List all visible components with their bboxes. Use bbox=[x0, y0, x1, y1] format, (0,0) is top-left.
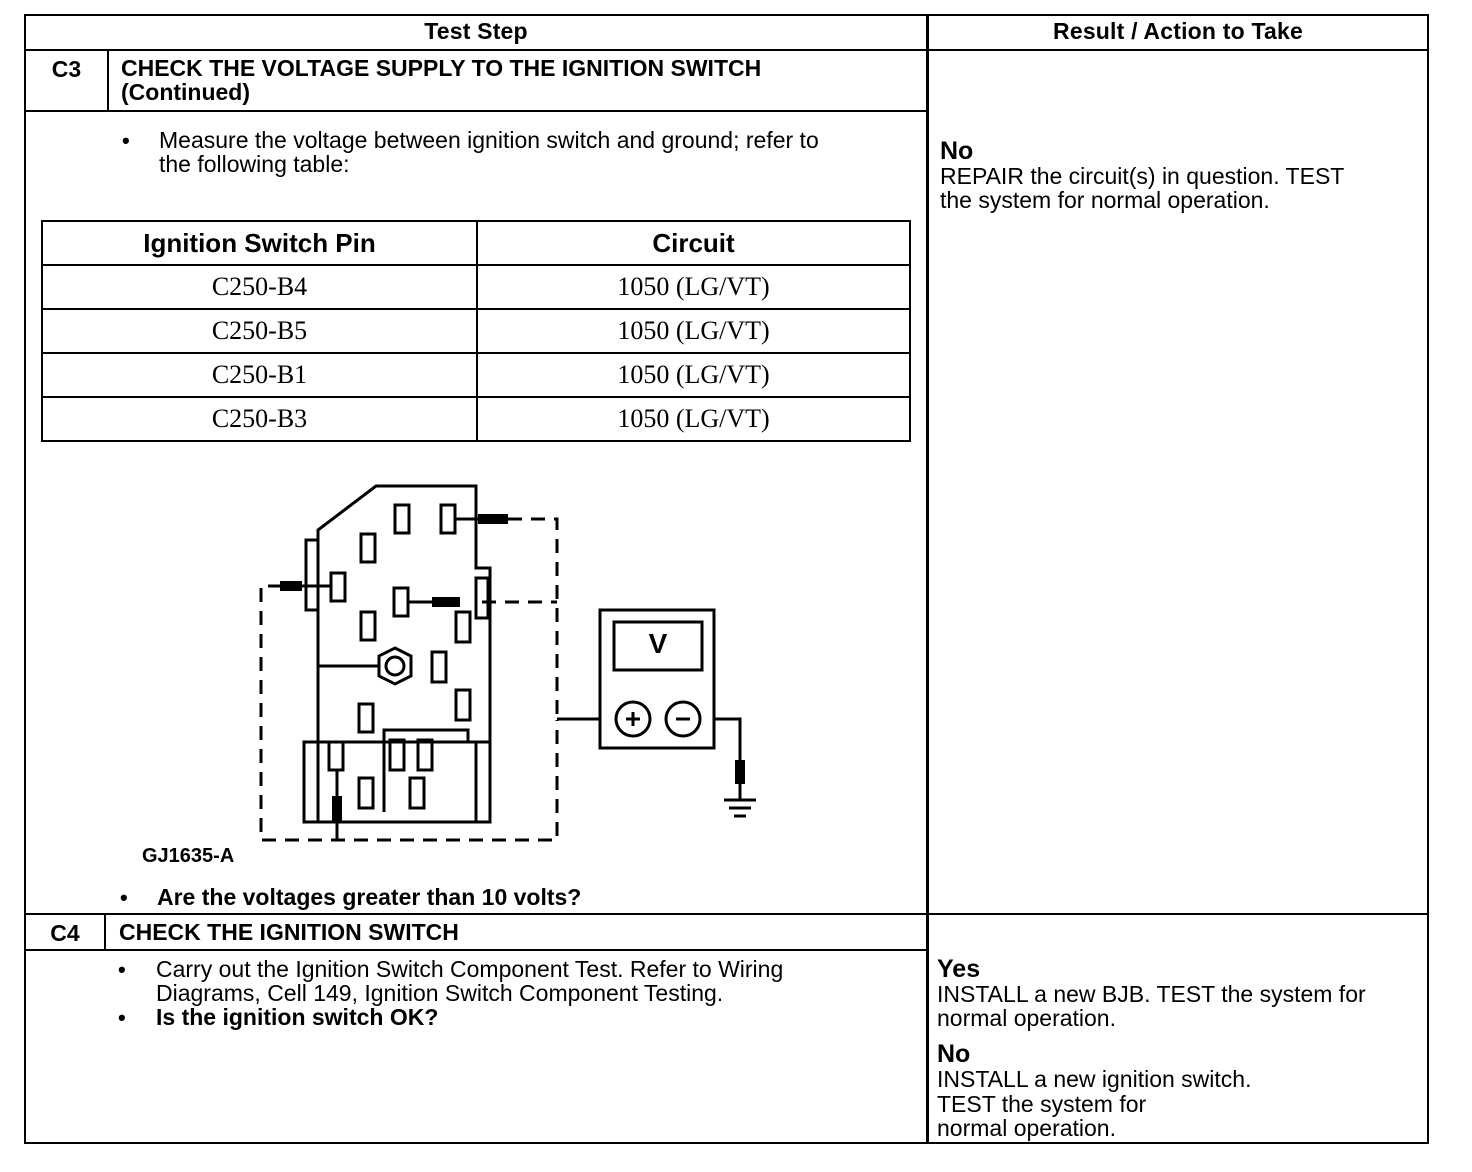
meter-display bbox=[612, 620, 704, 672]
c3-result-no-title: No bbox=[940, 137, 974, 165]
c4-question: Is the ignition switch OK? bbox=[156, 1004, 439, 1030]
c4-result-no-line1: INSTALL a new ignition switch. bbox=[937, 1066, 1252, 1092]
c3-title-line2: (Continued) bbox=[121, 79, 251, 105]
positive-terminal-icon bbox=[614, 700, 652, 738]
pin-table-col-circuit: Circuit bbox=[476, 220, 911, 266]
table-row: C250-B3 1050 (LG/VT) bbox=[41, 396, 911, 442]
pin-table-col-pin: Ignition Switch Pin bbox=[41, 220, 478, 266]
c4-title: CHECK THE IGNITION SWITCH bbox=[119, 919, 459, 945]
ground-lead bbox=[714, 717, 742, 800]
outer-border-top bbox=[24, 14, 1429, 16]
header-result-action: Result / Action to Take bbox=[1053, 18, 1303, 44]
ignition-pin-table: Ignition Switch Pin Circuit C250-B4 1050… bbox=[41, 220, 911, 442]
c3-c4-divider bbox=[24, 913, 1429, 915]
bullet-icon: • bbox=[118, 957, 126, 982]
c4-title-divider bbox=[24, 949, 928, 951]
hex-nut-icon bbox=[377, 646, 413, 686]
pin-cell: C250-B3 bbox=[41, 396, 478, 442]
bullet-icon: • bbox=[120, 885, 128, 910]
probe-tip bbox=[432, 597, 460, 607]
pin-table-header-row: Ignition Switch Pin Circuit bbox=[41, 220, 911, 266]
probe-tip bbox=[478, 514, 508, 524]
circuit-cell: 1050 (LG/VT) bbox=[476, 396, 911, 442]
probe-tip bbox=[280, 581, 302, 591]
header-test-step: Test Step bbox=[424, 18, 528, 44]
c3-result-no-line2: the system for normal operation. bbox=[940, 187, 1270, 213]
outer-border-left bbox=[24, 14, 26, 1144]
bullet-icon: • bbox=[118, 1005, 126, 1030]
c4-result-yes-line1: INSTALL a new BJB. TEST the system for bbox=[937, 981, 1366, 1007]
c4-result-no-title: No bbox=[937, 1040, 971, 1068]
c4-result-no-line3: normal operation. bbox=[937, 1115, 1116, 1141]
c3-title-line1: CHECK THE VOLTAGE SUPPLY TO THE IGNITION… bbox=[121, 55, 762, 81]
circuit-cell: 1050 (LG/VT) bbox=[476, 352, 911, 398]
header-divider bbox=[24, 49, 1429, 51]
c3-question: Are the voltages greater than 10 volts? bbox=[157, 884, 582, 910]
c3-title-divider bbox=[24, 110, 928, 112]
column-divider bbox=[926, 14, 929, 1144]
figure-id: GJ1635-A bbox=[142, 845, 235, 867]
c4-id-divider bbox=[104, 914, 106, 950]
pin-cell: C250-B5 bbox=[41, 308, 478, 354]
c4-instruction-line1: Carry out the Ignition Switch Component … bbox=[156, 956, 784, 982]
bottom-socket bbox=[302, 740, 492, 824]
step-id-c4: C4 bbox=[50, 920, 80, 946]
bullet-icon: • bbox=[122, 128, 130, 153]
circuit-cell: 1050 (LG/VT) bbox=[476, 308, 911, 354]
outer-border-bottom bbox=[24, 1142, 1429, 1144]
table-row: C250-B1 1050 (LG/VT) bbox=[41, 352, 911, 398]
c3-result-no-line1: REPAIR the circuit(s) in question. TEST bbox=[940, 163, 1345, 189]
probe-tip bbox=[735, 760, 745, 784]
c4-instruction-line2: Diagrams, Cell 149, Ignition Switch Comp… bbox=[156, 980, 724, 1006]
probe-wire-top bbox=[508, 517, 559, 720]
meter-label: V bbox=[648, 628, 668, 659]
connector-tab-right bbox=[474, 576, 490, 620]
step-id-c3: C3 bbox=[51, 56, 82, 82]
multimeter-icon bbox=[598, 608, 716, 750]
c3-id-divider bbox=[107, 50, 109, 112]
c4-result-yes-title: Yes bbox=[937, 955, 981, 983]
c4-result-yes-line2: normal operation. bbox=[937, 1005, 1116, 1031]
c3-instruction-line2: the following table: bbox=[159, 151, 350, 177]
pin-cell: C250-B4 bbox=[41, 264, 478, 310]
negative-terminal-icon bbox=[664, 700, 702, 738]
c3-instruction-line1: Measure the voltage between ignition swi… bbox=[159, 127, 819, 153]
circuit-cell: 1050 (LG/VT) bbox=[476, 264, 911, 310]
outer-border-right bbox=[1427, 14, 1429, 1144]
ground-symbol-icon bbox=[724, 798, 756, 818]
table-row: C250-B4 1050 (LG/VT) bbox=[41, 264, 911, 310]
connector-tab-left bbox=[304, 538, 320, 612]
c4-result-no-line2: TEST the system for bbox=[937, 1091, 1147, 1117]
probe-wire-outer bbox=[259, 584, 559, 842]
pin-cell: C250-B1 bbox=[41, 352, 478, 398]
table-row: C250-B5 1050 (LG/VT) bbox=[41, 308, 911, 354]
probe-tip bbox=[332, 796, 342, 822]
